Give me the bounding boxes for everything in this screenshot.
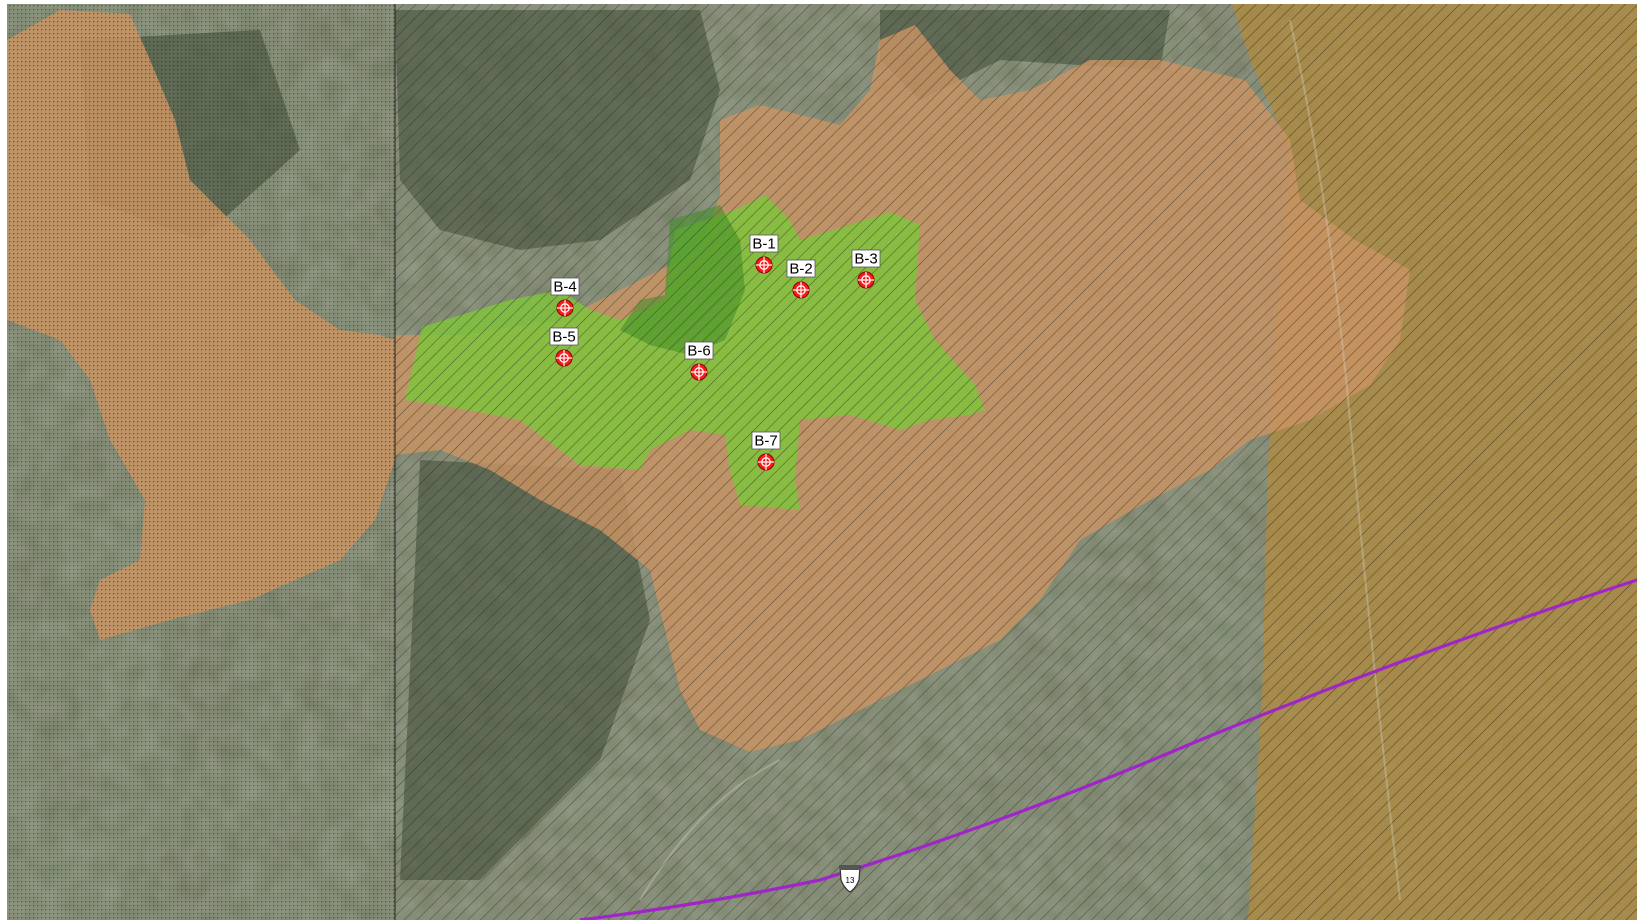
boring-b-7[interactable]: B-7 — [751, 431, 781, 471]
boring-b-4[interactable]: B-4 — [550, 277, 580, 317]
boring-label: B-1 — [752, 236, 775, 253]
boring-label: B-3 — [854, 251, 877, 268]
boring-b-1[interactable]: B-1 — [749, 234, 779, 274]
route-shield-icon: 13 — [839, 865, 861, 893]
boring-label-box — [549, 327, 579, 346]
boring-label: B-2 — [789, 261, 812, 278]
boring-label: B-7 — [754, 433, 777, 450]
boring-b-2[interactable]: B-2 — [786, 259, 816, 299]
route-shield-label: 13 — [846, 876, 855, 885]
boring-label-box — [550, 277, 580, 296]
boring-label: B-6 — [687, 343, 710, 360]
boring-b-3[interactable]: B-3 — [851, 249, 881, 289]
left-brown-zone-dots — [7, 10, 395, 640]
dirt-tracks — [639, 19, 1401, 901]
boring-b-5[interactable]: B-5 — [549, 327, 579, 367]
highway-13-line — [579, 578, 1637, 920]
boring-label-box — [684, 341, 714, 360]
boring-label-box — [751, 431, 781, 450]
boring-label: B-5 — [552, 329, 575, 346]
boring-markers: B-1B-2 B-3B-4B-5B-6B-7 — [549, 234, 881, 471]
boring-label-box — [749, 234, 779, 253]
boring-b-6[interactable]: B-6 — [684, 341, 714, 381]
boring-label-box — [851, 249, 881, 268]
tan-zone-hatch — [1232, 4, 1637, 920]
boring-label-box — [786, 259, 816, 278]
boring-label: B-4 — [553, 279, 576, 296]
